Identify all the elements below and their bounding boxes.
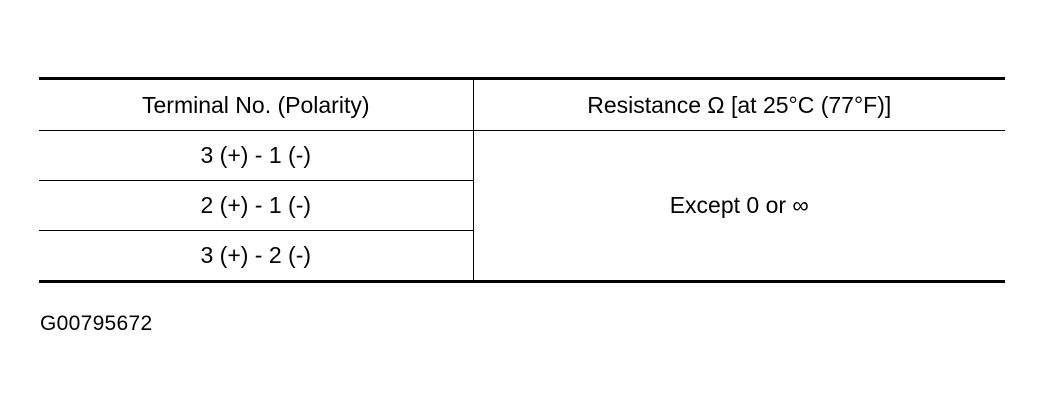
table-row: 2 (+) - 1 (-)	[39, 180, 1005, 231]
resistance-spec-table: Terminal No. (Polarity) Resistance Ω [at…	[39, 77, 1005, 283]
terminal-cell: 2 (+) - 1 (-)	[39, 180, 473, 231]
table-header-row: Terminal No. (Polarity) Resistance Ω [at…	[39, 78, 1005, 131]
table-row: 3 (+) - 1 (-) Except 0 or ∞	[39, 130, 1005, 282]
terminal-cell: 3 (+) - 2 (-)	[200, 242, 312, 268]
header-resistance: Resistance Ω [at 25°C (77°F)]	[472, 78, 1005, 131]
resistance-value-cell: Except 0 or ∞	[472, 130, 1005, 282]
header-terminal: Terminal No. (Polarity)	[39, 78, 473, 131]
terminal-cell: 3 (+) - 1 (-)	[39, 130, 473, 181]
figure-code: G00795672	[40, 312, 153, 335]
table-row: 3 (+) - 2 (-)	[39, 231, 1005, 282]
